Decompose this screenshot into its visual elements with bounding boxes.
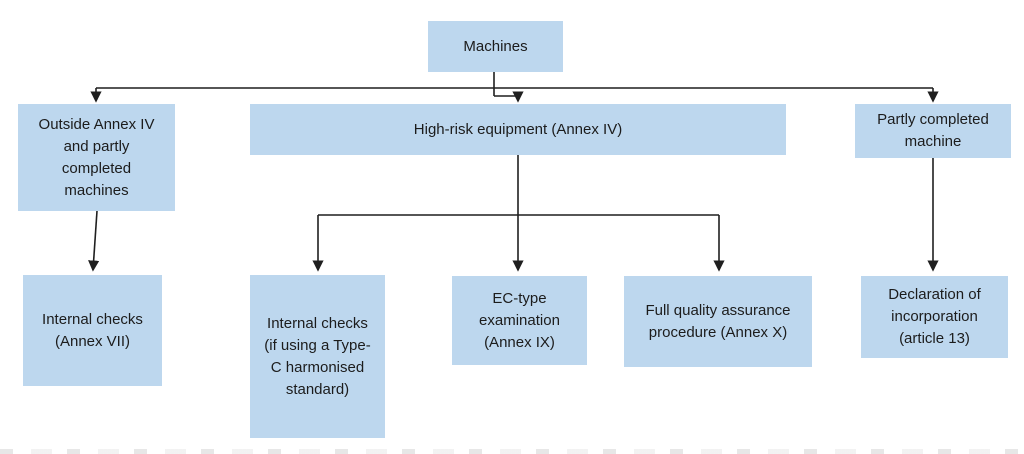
node-partly-completed-machine: Partly completed machine — [855, 104, 1011, 158]
node-high-risk-equipment: High-risk equipment (Annex IV) — [250, 104, 786, 155]
node-internal-checks-annex-vii: Internal checks (Annex VII) — [23, 275, 162, 386]
edge-to-internal-vii — [88, 210, 100, 272]
cropped-text-artifact — [0, 449, 1024, 454]
node-outside-annex-iv: Outside Annex IV and partly completed ma… — [18, 104, 175, 211]
edge-to-high-risk — [494, 91, 524, 103]
node-full-quality-assurance: Full quality assurance procedure (Annex … — [624, 276, 812, 367]
node-declaration-of-incorporation: Declaration of incorporation (article 13… — [861, 276, 1008, 358]
node-ec-type-examination: EC-type examination (Annex IX) — [452, 276, 587, 365]
node-internal-checks-type-c: Internal checks (if using a Type-C harmo… — [250, 275, 385, 438]
node-machines: Machines — [428, 21, 563, 72]
